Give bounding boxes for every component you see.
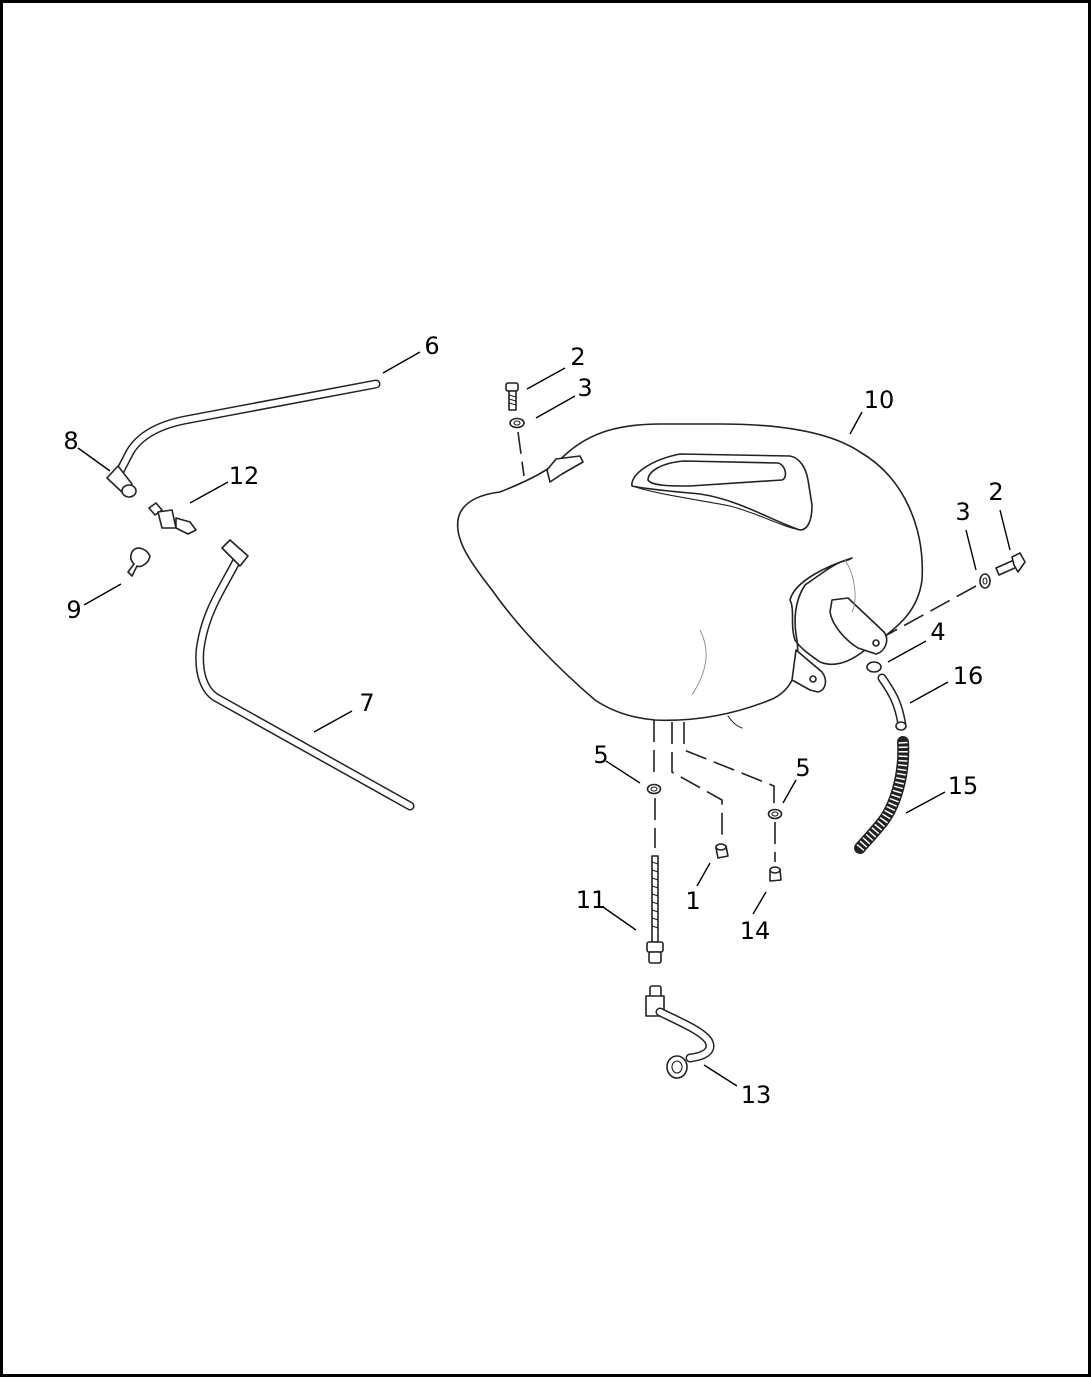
bracket-hole xyxy=(809,675,817,683)
bolt-head xyxy=(1011,552,1026,573)
callout-9: 9 xyxy=(66,596,81,624)
oil-line-7-fitting xyxy=(221,539,249,567)
fitting-hex xyxy=(646,941,664,953)
callout-12: 12 xyxy=(229,462,260,490)
oil-tank-contour xyxy=(691,629,707,696)
hose-fitting-8-end xyxy=(121,484,137,498)
washer-top xyxy=(509,417,525,429)
convoluted-hose xyxy=(854,736,910,854)
fitting-nut xyxy=(648,951,662,964)
leader-10 xyxy=(849,411,863,435)
leader-14 xyxy=(752,891,767,915)
hose-clamp xyxy=(866,661,882,673)
bolt-head xyxy=(505,382,519,392)
callout-3-top: 3 xyxy=(577,374,592,402)
washer-right xyxy=(979,573,991,589)
bolt-threads xyxy=(508,394,517,406)
o-ring-hole xyxy=(771,811,779,817)
o-ring-left xyxy=(646,783,662,795)
callout-labels: 6 8 12 9 7 2 3 10 2 3 4 16 15 5 5 1 14 1… xyxy=(63,332,1003,1109)
leader-16 xyxy=(909,681,949,704)
assembly-line xyxy=(884,585,977,637)
assembly-line xyxy=(671,722,723,840)
leader-lines xyxy=(77,351,1011,1087)
assembly-line xyxy=(683,722,775,806)
bracket-hole xyxy=(872,639,880,647)
hose-clip xyxy=(127,547,151,577)
callout-11: 11 xyxy=(576,886,607,914)
leader-15 xyxy=(905,791,946,814)
callout-8: 8 xyxy=(63,427,78,455)
leader-13 xyxy=(703,1064,738,1087)
callout-10: 10 xyxy=(864,386,895,414)
drain-plug-top xyxy=(769,866,781,874)
callout-15: 15 xyxy=(948,772,979,800)
fitting-threaded-shank xyxy=(651,855,659,943)
oil-line-6-core xyxy=(115,381,379,478)
inline-connector xyxy=(148,502,197,535)
leader-4 xyxy=(887,640,927,663)
callout-2-top: 2 xyxy=(570,343,585,371)
callout-13: 13 xyxy=(741,1081,772,1109)
pipe-plug-top xyxy=(715,843,727,851)
hose-end xyxy=(895,721,907,731)
leader-1 xyxy=(696,862,711,887)
leader-2-right xyxy=(999,509,1011,551)
callout-5-right: 5 xyxy=(795,754,810,782)
leader-3-top xyxy=(535,395,576,419)
oil-tank-drain-stub xyxy=(727,715,743,729)
oil-tank-mount-bracket-lower xyxy=(791,649,827,693)
oil-line-7 xyxy=(195,553,415,811)
fitting-threads xyxy=(651,861,659,929)
washer-hole xyxy=(982,577,988,585)
oil-tank-filler-opening xyxy=(647,460,787,487)
callout-1: 1 xyxy=(685,887,700,915)
leader-9 xyxy=(83,583,122,606)
drain-hose-assembly xyxy=(645,985,715,1079)
o-ring-right xyxy=(767,808,783,820)
oil-tank-contour xyxy=(844,559,856,613)
leader-5-right xyxy=(782,779,797,804)
washer-hole xyxy=(513,420,521,426)
oil-line-7-core xyxy=(196,555,413,809)
leader-3-right xyxy=(965,529,977,571)
drain-hose-end-fitting xyxy=(666,1055,688,1079)
assembly-line xyxy=(517,431,525,477)
oil-tank-tab xyxy=(546,455,584,483)
leader-8 xyxy=(77,447,111,472)
callout-2-right: 2 xyxy=(988,478,1003,506)
leader-6 xyxy=(382,351,421,374)
leader-12 xyxy=(189,481,229,504)
bolt-top xyxy=(505,382,519,411)
callout-14: 14 xyxy=(740,917,771,945)
oil-tank-recess-edge xyxy=(631,485,801,531)
leader-5-left xyxy=(605,760,641,784)
callout-3-right: 3 xyxy=(955,498,970,526)
o-ring-hole xyxy=(650,786,658,792)
drain-hose-core xyxy=(657,1009,713,1061)
oil-tank xyxy=(456,423,924,729)
callout-7: 7 xyxy=(359,689,374,717)
drain-hose-end-hole xyxy=(671,1060,683,1074)
callout-16: 16 xyxy=(953,662,984,690)
bolt-right xyxy=(995,552,1026,576)
leader-7 xyxy=(313,710,353,733)
connector-tip-right xyxy=(175,517,197,535)
hose-short-core xyxy=(879,675,905,728)
callout-6: 6 xyxy=(424,332,439,360)
leader-2-top xyxy=(526,367,566,390)
drain-fitting xyxy=(646,855,664,964)
callout-5-left: 5 xyxy=(593,741,608,769)
connector-body xyxy=(157,509,177,529)
callout-4: 4 xyxy=(930,618,945,646)
leader-11 xyxy=(602,906,637,931)
